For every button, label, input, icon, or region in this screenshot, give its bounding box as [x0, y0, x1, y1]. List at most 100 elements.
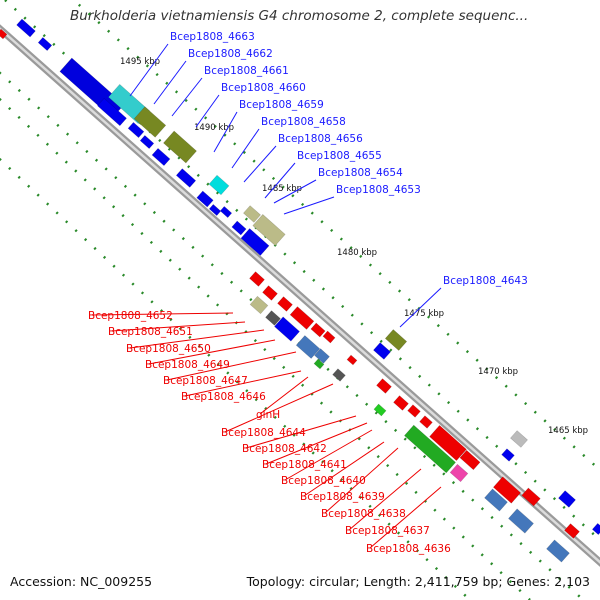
- forward-leader-line: [283, 196, 335, 215]
- forward-gene-label: Bcep1808_4659: [239, 99, 324, 111]
- gene-block: [289, 306, 315, 330]
- gene-block: [591, 522, 600, 536]
- tick-label: 1485 kbp: [262, 184, 302, 194]
- tick-label: 1470 kbp: [478, 367, 518, 377]
- reverse-gene-label: Bcep1808_4642: [242, 443, 327, 455]
- reverse-gene-label: Bcep1808_4638: [321, 508, 406, 520]
- tick-label: 1490 kbp: [194, 123, 234, 133]
- forward-leader-line: [273, 179, 317, 204]
- gene-block: [16, 18, 36, 38]
- reverse-leader-line: [259, 376, 309, 415]
- forward-leader-line: [171, 77, 203, 117]
- forward-leader-line: [195, 94, 220, 128]
- map-title: Burkholderia vietnamiensis G4 chromosome…: [70, 8, 529, 24]
- reverse-gene-label: Bcep1808_4644: [221, 427, 306, 439]
- gene-block: [97, 97, 127, 127]
- reverse-gene-label: Bcep1808_4650: [126, 343, 211, 355]
- reverse-leader-line: [184, 370, 302, 397]
- reverse-leader-line: [224, 383, 334, 433]
- forward-leader-line: [153, 60, 187, 105]
- reverse-leader-line: [129, 329, 265, 349]
- forward-gene-label: Bcep1808_4658: [261, 116, 346, 128]
- gene-block: [484, 488, 508, 512]
- gene-block: [243, 205, 261, 223]
- forward-gene-label: Bcep1808_4654: [318, 167, 403, 179]
- gene-block: [501, 448, 515, 462]
- reverse-leader-line: [148, 339, 276, 365]
- gene-block: [373, 342, 391, 360]
- forward-leader-line: [231, 128, 260, 169]
- reverse-gene-label: Bcep1808_4641: [262, 459, 347, 471]
- gene-block: [332, 368, 346, 382]
- gene-block: [510, 430, 528, 448]
- gene-block: [175, 168, 197, 188]
- gene-block: [274, 316, 300, 342]
- forward-gene-label: Bcep1808_4661: [204, 65, 289, 77]
- gene-block: [313, 358, 325, 370]
- gene-block: [373, 403, 387, 417]
- reverse-gene-label: Bcep1808_4637: [345, 525, 430, 537]
- gene-block: [163, 130, 197, 164]
- gene-block: [249, 271, 265, 287]
- gene-block: [196, 190, 214, 208]
- reverse-gene-label: Bcep1808_4649: [145, 359, 230, 371]
- gene-block: [295, 335, 321, 359]
- gene-block: [403, 424, 457, 474]
- gene-block: [508, 508, 534, 534]
- reverse-leader-line: [245, 415, 357, 449]
- gene-block: [151, 147, 171, 167]
- gene-block: [419, 415, 433, 429]
- gene-block: [265, 310, 281, 326]
- forward-leader-line: [264, 162, 296, 199]
- reverse-leader-line: [111, 321, 246, 332]
- reverse-gene-label: Bcep1808_4640: [281, 475, 366, 487]
- reverse-gene-label: Bcep1808_4636: [366, 543, 451, 555]
- gene-block: [521, 487, 541, 507]
- gene-block: [384, 329, 408, 351]
- gene-block: [231, 220, 247, 236]
- gene-block: [262, 285, 278, 301]
- gene-block: [133, 106, 167, 138]
- reverse-gene-label: glnH: [256, 409, 280, 421]
- forward-gene-label: Bcep1808_4662: [188, 48, 273, 60]
- tick-label: 1475 kbp: [404, 309, 444, 319]
- gene-block: [127, 121, 145, 139]
- gene-block: [449, 463, 469, 483]
- gene-block: [252, 214, 286, 246]
- gene-block: [322, 330, 336, 344]
- gene-block: [139, 134, 155, 150]
- gene-block: [558, 490, 576, 508]
- gene-block: [208, 204, 222, 216]
- gene-block: [240, 228, 270, 256]
- reverse-gene-label: Bcep1808_4646: [181, 391, 266, 403]
- gene-block: [37, 36, 53, 52]
- dotted-track-4: [0, 97, 531, 600]
- gene-block: [346, 354, 358, 366]
- forward-gene-label: Bcep1808_4660: [221, 82, 306, 94]
- reverse-leader-line: [91, 312, 234, 316]
- gene-block: [564, 523, 580, 539]
- forward-gene-label: Bcep1808_4643: [443, 275, 528, 287]
- gene-block: [219, 206, 233, 218]
- gene-block: [208, 174, 230, 196]
- reverse-leader-line: [166, 351, 297, 381]
- reverse-leader-line: [303, 441, 385, 497]
- gene-block: [492, 476, 522, 504]
- accession-text: Accession: NC_009255: [10, 574, 153, 589]
- gene-block: [277, 296, 293, 312]
- gene-block: [310, 322, 326, 338]
- reverse-gene-label: Bcep1808_4651: [108, 326, 193, 338]
- gene-block: [376, 378, 392, 394]
- forward-gene-label: Bcep1808_4653: [336, 184, 421, 196]
- gene-block: [429, 425, 467, 461]
- reverse-gene-label: Bcep1808_4647: [163, 375, 248, 387]
- reverse-gene-label: Bcep1808_4652: [88, 310, 173, 322]
- gene-block: [393, 395, 409, 411]
- reverse-leader-line: [324, 447, 399, 514]
- gene-block: [0, 28, 8, 40]
- tick-label: 1495 kbp: [120, 57, 160, 67]
- dotted-track-1: [71, 0, 600, 471]
- forward-leader-line: [129, 43, 169, 97]
- reverse-leader-line: [265, 422, 368, 465]
